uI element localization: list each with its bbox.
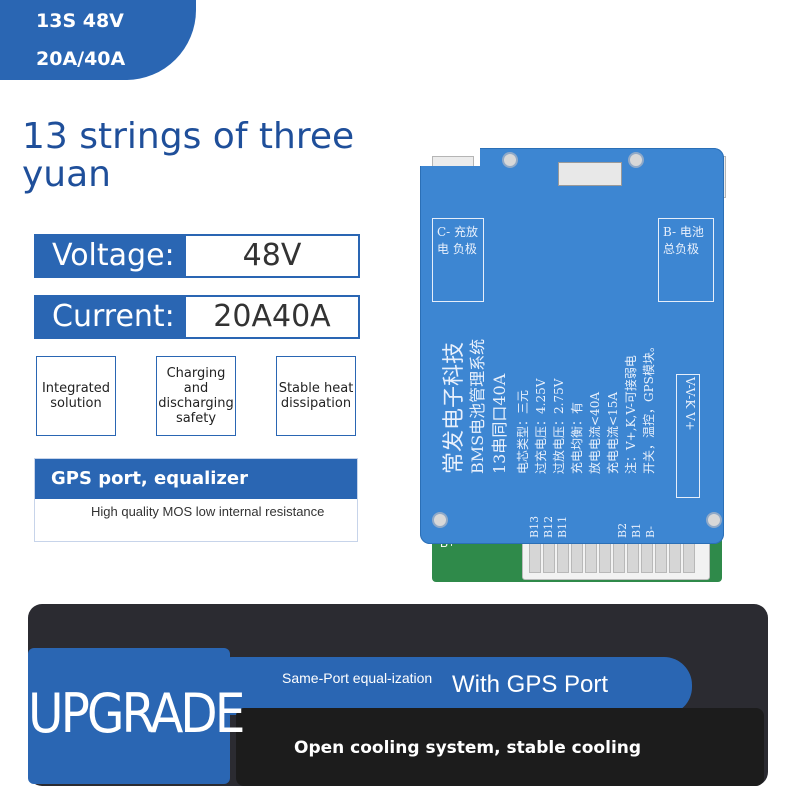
voltage-value: 48V [242, 238, 302, 273]
spec-line: 电芯类型：三元 [516, 389, 530, 474]
spec-line: 开关，温控，GPS模块。 [642, 340, 656, 474]
spec-badge: 13S 48V 20A/40A [0, 0, 196, 80]
feature-heat: Stable heat dissipation [276, 356, 356, 436]
b-minus-label: B- 电池 总负极 [658, 218, 714, 302]
board-cover: C- 充放电 负极 B- 电池 总负极 常发电子科技 BMS电池管理系统 13串… [420, 148, 724, 544]
gps-title: GPS port, equalizer protection [35, 459, 357, 529]
right-pins-label: V-V-K V+ [676, 374, 700, 498]
spec-line: 注：V+,K,V-可接弱电 [624, 355, 638, 474]
pin-label: B12 [542, 515, 555, 538]
cooling-text: Open cooling system, stable cooling [294, 738, 642, 758]
current-value: 20A40A [213, 299, 331, 334]
badge-line-2: 20A/40A [36, 48, 126, 70]
feature-safety: Charging and discharging safety [156, 356, 236, 436]
gps-description: High quality MOS low internal resistance [91, 504, 325, 519]
pin-label: B1 [630, 522, 643, 538]
screw-icon [432, 512, 448, 528]
system-text: BMS电池管理系统 [468, 338, 487, 474]
upgrade-label: UPGRADE [28, 682, 245, 745]
upgrade-panel: UPGRADE [28, 648, 245, 784]
equalization-text: Same-Port equal-ization [282, 670, 433, 686]
spec-line: 充电均衡：有 [570, 401, 584, 474]
current-label: Current: [36, 297, 186, 337]
gps-section: GPS port, equalizer protection High qual… [34, 458, 358, 542]
badge-line-1: 13S 48V [36, 10, 124, 32]
current-row: Current: 20A40A [34, 295, 360, 339]
gps-pill: Same-Port equal-ization With GPS Port [204, 657, 692, 715]
pin-label: B- [644, 525, 657, 538]
screw-icon [628, 152, 644, 168]
headline: 13 strings of three yuan [22, 116, 355, 195]
gps-port-text: With GPS Port [452, 671, 609, 698]
voltage-row: Voltage: 48V [34, 234, 360, 278]
spec-line: 充电电流<15A [606, 392, 620, 474]
cooling-bar: Open cooling system, stable cooling [236, 708, 764, 786]
pin-label: B13 [528, 515, 541, 538]
spec-line: 放电电流<40A [588, 392, 602, 474]
c-minus-label: C- 充放电 负极 [432, 218, 484, 302]
top-connector [558, 162, 622, 186]
pin-label: B11 [556, 515, 569, 538]
voltage-label: Voltage: [36, 236, 186, 276]
pin-label: B2 [616, 522, 629, 538]
spec-line: 过充电压：4.25V [534, 378, 548, 474]
screw-icon [706, 512, 722, 528]
spec-line: 过放电压：2.75V [552, 378, 566, 474]
feature-integrated: Integrated solution [36, 356, 116, 436]
screw-icon [502, 152, 518, 168]
model-text: 13串同口40A [490, 373, 509, 474]
